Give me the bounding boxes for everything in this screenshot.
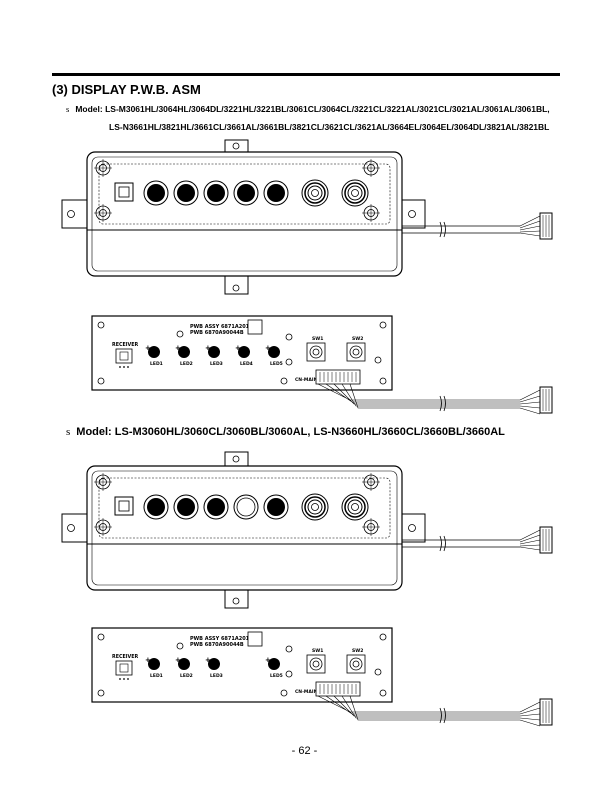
button-3-icon	[203, 494, 229, 520]
button-2-icon	[173, 494, 199, 520]
button-2-icon	[173, 180, 199, 206]
display-assembly-1	[61, 139, 553, 295]
pcb-2: PWB ASSY 6871A20166 PWB 6870A90044B RECE…	[91, 627, 553, 727]
connector-label: CN-MAIN	[295, 377, 318, 383]
led-label: LED1	[150, 361, 163, 367]
pwb-line-2: PWB 6870A90044B	[190, 330, 244, 336]
pcb-1-leds: + LED1 + LED2 + LED3 + LED4 + LED5	[145, 344, 283, 367]
button-1-icon	[143, 494, 169, 520]
model-label: Model:	[76, 426, 112, 438]
model-label: Model:	[75, 104, 103, 114]
model-group-2: s Model: LS-M3060HL/3060CL/3060BL/3060AL,…	[66, 426, 505, 438]
page-number: - 62 -	[291, 745, 318, 757]
switch-label: SW1	[312, 648, 323, 654]
led-label: LED1	[150, 673, 163, 679]
led-label: LED3	[210, 673, 223, 679]
button-5-icon	[263, 494, 289, 520]
led-label: LED2	[180, 673, 193, 679]
pcb-1: PWB ASSY 6871A20166 PWB 6870A90044B RECE…	[91, 315, 553, 415]
switch-2-icon	[341, 179, 369, 207]
display-assembly-2	[61, 451, 553, 609]
section-rule	[52, 73, 560, 76]
model-group-1: s Model: LS-M3061HL/3064HL/3064DL/3221HL/…	[66, 100, 576, 136]
svg-text:+: +	[235, 344, 241, 352]
svg-text:+: +	[145, 656, 151, 664]
model-list-line-1: LS-M3061HL/3064HL/3064DL/3221HL/3221BL/3…	[105, 104, 550, 114]
connector-label: CN-MAIN	[295, 689, 318, 695]
model-list-line: LS-M3060HL/3060CL/3060BL/3060AL, LS-N366…	[114, 426, 505, 438]
switch-label: SW2	[352, 336, 363, 342]
led-label: LED3	[210, 361, 223, 367]
switch-1-icon	[301, 493, 329, 521]
bullet-icon: s	[66, 426, 71, 438]
button-3-icon	[203, 180, 229, 206]
svg-text:+: +	[265, 656, 271, 664]
svg-text:+: +	[265, 344, 271, 352]
receiver-label: RECEIVER	[112, 654, 139, 660]
switch-2-icon	[341, 493, 369, 521]
svg-text:+: +	[205, 656, 211, 664]
svg-text:+: +	[175, 656, 181, 664]
svg-text:+: +	[145, 344, 151, 352]
bullet-icon: s	[66, 104, 70, 114]
section-title: (3) DISPLAY P.W.B. ASM	[52, 82, 201, 97]
pcb-2-leds: + LED1 + LED2 + LED3 + LED5	[145, 656, 283, 679]
pwb-line-1: PWB ASSY 6871A20166	[190, 636, 257, 642]
model-list-line-2: LS-N3661HL/3821HL/3661CL/3661AL/3661BL/3…	[109, 122, 550, 132]
led-label: LED2	[180, 361, 193, 367]
button-5-icon	[263, 180, 289, 206]
led-label: LED5	[270, 673, 283, 679]
button-4-empty-icon	[233, 494, 259, 520]
button-1-icon	[143, 180, 169, 206]
led-label: LED5	[270, 361, 283, 367]
button-4-icon	[233, 180, 259, 206]
switch-1-icon	[301, 179, 329, 207]
receiver-label: RECEIVER	[112, 342, 139, 348]
switch-label: SW1	[312, 336, 323, 342]
pwb-line-2: PWB 6870A90044B	[190, 642, 244, 648]
switch-label: SW2	[352, 648, 363, 654]
svg-text:+: +	[175, 344, 181, 352]
led-label: LED4	[240, 361, 253, 367]
pwb-line-1: PWB ASSY 6871A20166	[190, 324, 257, 330]
svg-text:+: +	[205, 344, 211, 352]
